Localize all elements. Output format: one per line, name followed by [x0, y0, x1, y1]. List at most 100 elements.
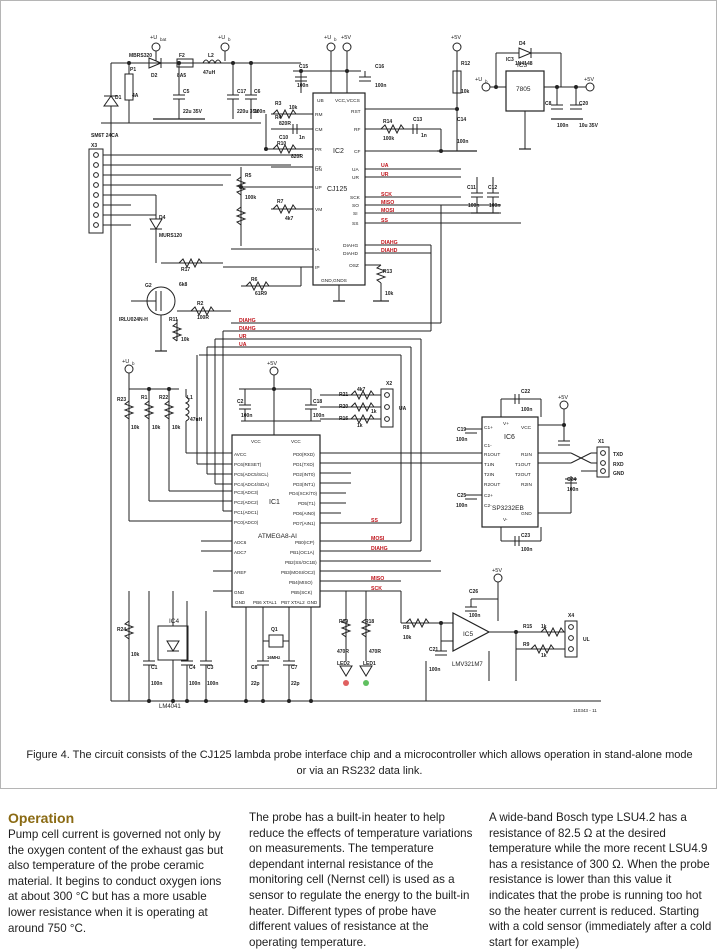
part-label: C19: [457, 427, 466, 433]
ic2-pin: VM: [315, 207, 322, 213]
section-heading: Operation: [8, 810, 75, 826]
part-label: 1n: [299, 135, 305, 141]
ic2-pin: SO: [352, 203, 359, 209]
ic4-ref-label: IC4: [169, 618, 180, 625]
ic1-pin: PD1(TXD): [293, 462, 315, 467]
rail-label: +U: [122, 359, 129, 365]
ic2-pin: IA: [315, 247, 320, 253]
part-label: 100n: [375, 83, 386, 89]
ic6-pin: T2IN: [484, 472, 495, 478]
part-label: 100n: [457, 139, 468, 145]
part-label: C7: [291, 665, 298, 671]
rail-label: +5V: [584, 77, 594, 83]
signal-label: DIAHG: [371, 546, 388, 552]
ic1-pin: AREF: [234, 570, 246, 575]
ic1-pin: GND: [234, 590, 245, 595]
part-label: 22p: [291, 681, 300, 687]
part-label: C6: [254, 89, 261, 95]
ic1-pin: PD7(AIN1): [293, 521, 316, 526]
part-label: TXD: [613, 452, 623, 458]
ic6-part-label: SP3232EB: [492, 505, 524, 512]
part-label: R5: [245, 173, 252, 179]
paragraph: The probe has a built-in heater to help …: [249, 811, 473, 949]
part-label: C26: [469, 589, 478, 595]
part-label: 100n: [429, 667, 440, 673]
part-label: R18: [365, 619, 374, 625]
ic1-pin: PC3(ADC3): [234, 490, 259, 495]
ic1-top-pin: VCC: [251, 439, 261, 444]
part-label: R16: [339, 416, 348, 422]
paragraph: A wide-band Bosch type LSU4.2 has a resi…: [489, 811, 712, 949]
part-label: 100n: [151, 681, 162, 687]
part-label: X2: [386, 381, 392, 387]
signal-label: SS: [371, 518, 378, 524]
part-label: 100n: [313, 413, 324, 419]
ic1-bottom-pin: PB7 XTAL2: [281, 600, 305, 605]
ic2-pin: CM: [315, 127, 322, 133]
rail-label: +U: [150, 35, 157, 41]
part-label: 1k: [371, 409, 377, 415]
part-label: 10k: [131, 425, 140, 431]
ic2-pin: UP: [315, 185, 322, 191]
part-label: 100k: [383, 136, 394, 142]
part-label: 820R: [279, 121, 291, 127]
rail-label: +U: [218, 35, 225, 41]
ic2-pin: IP: [315, 265, 320, 271]
part-label: MBRS320: [129, 53, 152, 59]
part-label: C24: [567, 477, 576, 483]
part-label: 10k: [131, 652, 140, 658]
part-label: D2: [151, 73, 158, 79]
part-label: R24: [117, 627, 126, 633]
signal-label: UR: [381, 172, 389, 178]
part-label: 1n: [421, 133, 427, 139]
part-label: R17: [181, 267, 190, 273]
ic1-pin: ADC7: [234, 550, 247, 555]
ic2-pin: SCK: [350, 195, 361, 201]
rail-label: +5V: [451, 35, 461, 41]
ic1-pin: PB0(ICP): [295, 540, 315, 545]
ic1-pin: PB5(SCK): [291, 590, 313, 595]
part-label: 47uH: [190, 417, 203, 423]
ic2-part-label: CJ125: [327, 186, 347, 193]
ic1-pin: PB3(MOSI/OC2): [281, 570, 316, 575]
part-label: 100n: [557, 123, 568, 129]
part-label: 4k7: [285, 216, 294, 222]
part-label: L2: [208, 53, 214, 59]
part-label: UL: [583, 637, 590, 643]
part-label: 22p: [251, 681, 260, 687]
part-label: 100n: [469, 613, 480, 619]
signal-label: SCK: [381, 192, 392, 198]
ic2-pin: RST: [351, 109, 361, 115]
part-label: 220u 35V: [237, 109, 259, 115]
part-label: 100k: [245, 195, 256, 201]
part-label: 470R: [337, 649, 349, 655]
rail-label: b: [132, 361, 135, 366]
part-label: 22u 35V: [183, 109, 203, 115]
signal-label: DIAHG: [239, 326, 256, 332]
part-label: R8: [403, 625, 410, 631]
part-label: C15: [299, 64, 308, 70]
part-label: R3: [275, 101, 282, 107]
part-label: 100n: [241, 413, 252, 419]
part-label: R20: [339, 404, 348, 410]
part-label: 470R: [369, 649, 381, 655]
ic2-pin: CF: [354, 149, 360, 155]
part-label: D4: [519, 41, 526, 47]
ic2-pin: UA: [352, 167, 359, 173]
ic6-pin: C2+: [484, 493, 493, 499]
part-label: LED1: [363, 661, 376, 667]
ic3-part-label: 7805: [516, 86, 531, 93]
signal-label: MISO: [381, 200, 394, 206]
part-label: IRLU024N-H: [119, 317, 148, 323]
part-label: C3: [207, 665, 214, 671]
part-label: C1: [151, 665, 158, 671]
ic6-pin: T1OUT: [515, 462, 531, 468]
part-label: C22: [521, 389, 530, 395]
ic6-pin: C1+: [484, 425, 493, 431]
part-label: 100n: [521, 547, 532, 553]
ic1-bottom-pin: GND: [235, 600, 246, 605]
rail-label: +5V: [558, 395, 568, 401]
part-label: 110343 - 11: [573, 708, 597, 713]
ic1-pin: PC2(ADC2): [234, 500, 259, 505]
part-label: 100n: [456, 437, 467, 443]
